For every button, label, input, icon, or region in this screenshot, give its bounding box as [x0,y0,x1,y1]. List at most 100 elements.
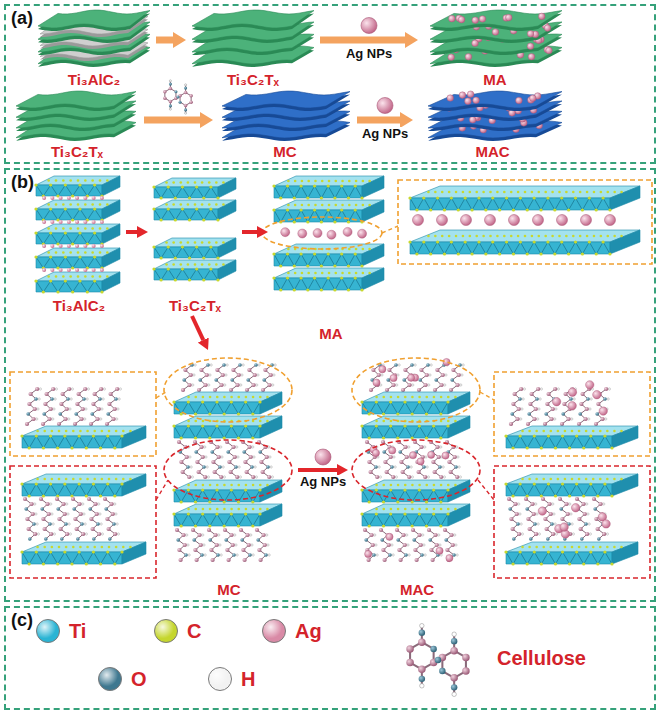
legend-label: Ag [295,620,322,643]
cellulose-chain [579,389,589,424]
hydrogen-atom [169,108,171,110]
oxygen-atom [584,522,588,526]
hydrogen-atom [557,388,559,390]
carbon-atom [188,218,191,221]
hydrogen-atom [204,446,206,448]
carbon-atom [396,500,399,503]
terminal-atom [375,396,378,399]
terminal-atom [237,484,240,487]
terminal-atom [91,203,94,206]
terminal-atom [585,430,588,433]
terminal-atom [99,179,102,182]
terminal-atom [43,546,46,549]
carbon-atom [247,368,251,372]
carbon-atom [567,417,571,421]
carbon-atom [333,264,336,267]
terminal-atom [440,396,443,399]
terminal-atom [252,484,255,487]
hydrogen-atom [378,466,380,468]
carbon-atom [596,494,599,497]
terminal-atom [397,484,400,487]
terminal-atom [362,204,365,207]
hydrogen-atom [452,692,456,696]
carbon-atom [415,208,418,211]
oxygen-atom [32,522,36,526]
hydrogen-atom [169,80,171,82]
hydrogen-atom [221,456,223,458]
carbon-atom [392,383,396,387]
carbon-atom [595,208,598,211]
al-atom [42,244,46,248]
carbon-atom [511,494,514,497]
oxygen-atom [258,450,262,454]
carbon-atom [432,400,435,403]
carbon-atom [511,446,514,449]
hydrogen-atom [269,456,271,458]
carbon-atom [396,524,399,527]
carbon-atom [23,497,27,501]
material-structure: Ti₃AlC₂ [34,172,124,314]
carbon-atom [371,368,375,372]
carbon-atom [327,252,330,255]
carbon-atom [445,548,449,552]
octahedra-edge [274,210,362,222]
hydrogen-atom [420,684,424,688]
oxygen-atom [232,553,236,557]
terminal-atom [245,484,248,487]
carbon-atom [327,184,330,187]
carbon-atom [368,500,371,503]
oxygen-atom [428,538,432,542]
carbon-atom [175,528,179,532]
carbon-atom [403,488,406,491]
carbon-atom [86,290,89,293]
oxygen-atom [206,363,210,367]
carbon-atom [574,196,577,199]
oxygen-atom [546,537,550,541]
carbon-atom [209,245,212,248]
oxygen-atom [106,412,110,416]
terminal-atom [475,191,478,194]
carbon-atom [205,373,209,377]
carbon-atom [77,392,81,396]
carbon-atom [181,185,184,188]
carbon-atom [477,240,480,243]
panel-label: (a) [11,8,33,29]
terminal-atom [108,546,111,549]
carbon-atom [61,392,65,396]
carbon-atom [516,417,520,421]
carbon-atom [188,196,191,199]
terminal-atom [585,546,588,549]
carbon-atom [363,528,367,532]
carbon-atom [579,527,583,531]
terminal-atom [328,272,331,275]
carbon-atom [406,645,413,652]
oxygen-atom [186,465,190,469]
hydrogen-atom [586,503,588,505]
oxygen-atom [66,397,70,401]
octahedra-edge [506,436,612,448]
al-atom [50,268,54,272]
carbon-atom [293,264,296,267]
panel-a-illustration [16,10,562,141]
terminal-atom [51,478,54,481]
terminal-atom [558,191,561,194]
carbon-atom [435,368,439,372]
carbon-atom [105,517,109,521]
terminal-atom [307,272,310,275]
carbon-atom [103,497,107,501]
terminal-atom [355,180,358,183]
carbon-atom [427,528,431,532]
carbon-atom [425,500,428,503]
hydrogen-atom [540,388,542,390]
terminal-atom [101,430,104,433]
structure-label: MA [319,325,342,342]
carbon-atom [420,445,424,449]
hydrogen-atom [412,384,414,386]
hydrogen-atom [67,513,69,515]
carbon-atom [211,460,215,464]
terminal-atom [375,484,378,487]
oxygen-atom [434,378,438,382]
hydrogen-atom [53,533,55,535]
oxygen-atom [34,397,38,401]
carbon-atom [515,512,519,516]
